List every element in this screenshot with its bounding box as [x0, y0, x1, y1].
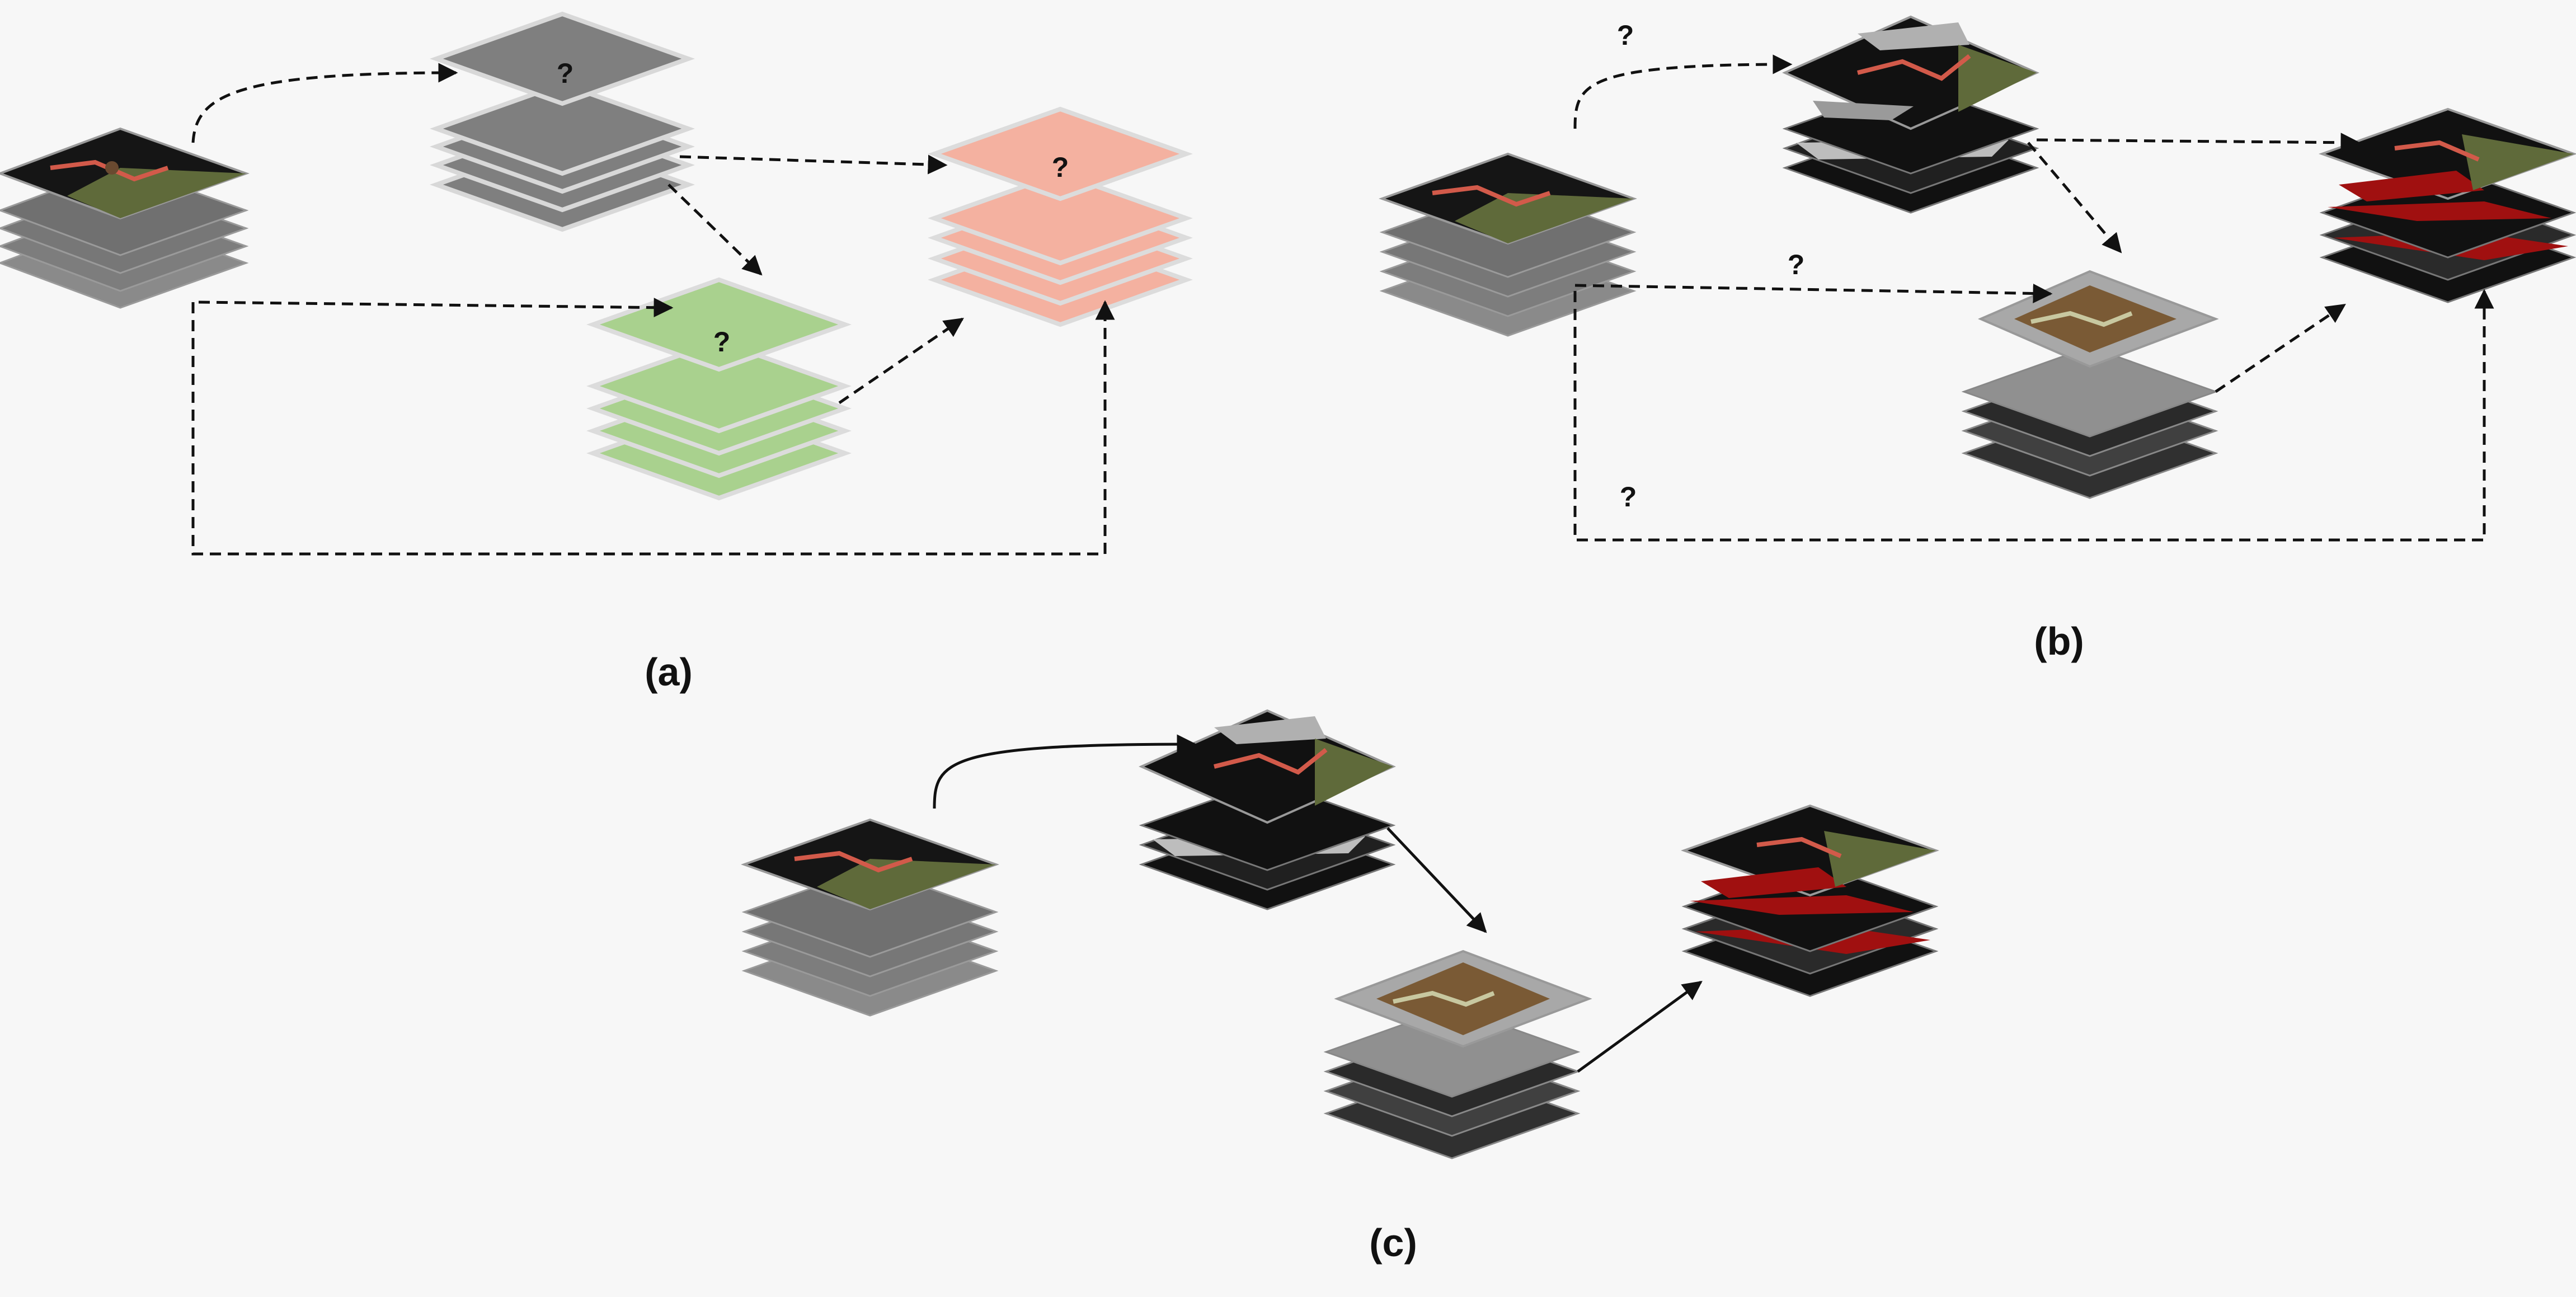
arrow-b-rotated-to-masked — [2036, 133, 2361, 153]
question-mark-b-3: ? — [1620, 481, 1637, 513]
arrow-b-input-to-rotated — [1573, 54, 1793, 129]
arrows-c — [933, 734, 1703, 1073]
arrow-a-input-to-salmon — [191, 300, 1115, 556]
panel-a: ? ? ? (a) — [0, 11, 1193, 694]
question-mark-gray: ? — [557, 58, 574, 89]
input-video-stack-b — [1379, 152, 1637, 337]
arrow-b-rotated-to-jitter — [2027, 142, 2122, 253]
arrows-a — [191, 63, 1115, 556]
panel-label-a: (a) — [645, 650, 693, 694]
question-mark-b-2: ? — [1788, 249, 1805, 280]
rotated-frames-stack-b — [1782, 15, 2039, 214]
arrow-b-jitter-to-masked — [2215, 303, 2346, 393]
panel-label-c: (c) — [1369, 1221, 1417, 1265]
placeholder-stack-gray: ? — [430, 11, 695, 232]
arrow-b-input-to-masked — [1573, 289, 2494, 542]
arrows-b — [1573, 54, 2494, 542]
arrow-c-input-to-rotated — [933, 734, 1197, 809]
arrow-a-input-to-green — [198, 298, 674, 318]
arrow-c-rotated-to-jitter — [1386, 827, 1487, 933]
arrow-b-input-to-jitter — [1574, 283, 2053, 303]
arrow-a-gray-to-green — [667, 184, 763, 276]
color-jittered-stack-c — [1323, 950, 1592, 1159]
panel-c: (c) — [741, 709, 1939, 1265]
input-video-stack-a — [0, 127, 250, 309]
color-jittered-stack-b — [1961, 270, 2219, 499]
panel-label-b: (b) — [2034, 619, 2084, 663]
masked-frames-stack-b — [2319, 107, 2576, 303]
placeholder-stack-salmon: ? — [928, 106, 1193, 327]
placeholder-stack-green: ? — [586, 277, 852, 501]
arrow-c-jitter-to-masked — [1577, 980, 1703, 1073]
question-mark-salmon: ? — [1052, 152, 1069, 183]
question-mark-green: ? — [713, 326, 731, 358]
question-mark-b-1: ? — [1617, 20, 1634, 51]
arrow-a-gray-to-salmon — [679, 154, 948, 175]
input-video-stack-c — [741, 818, 999, 1017]
rotated-frames-stack-c — [1139, 709, 1396, 910]
panel-b: ? ? ? (b) — [1379, 15, 2576, 663]
masked-frames-stack-c — [1681, 804, 1939, 997]
arrow-a-green-to-salmon — [838, 317, 964, 405]
arrow-a-input-to-gray — [191, 63, 458, 143]
